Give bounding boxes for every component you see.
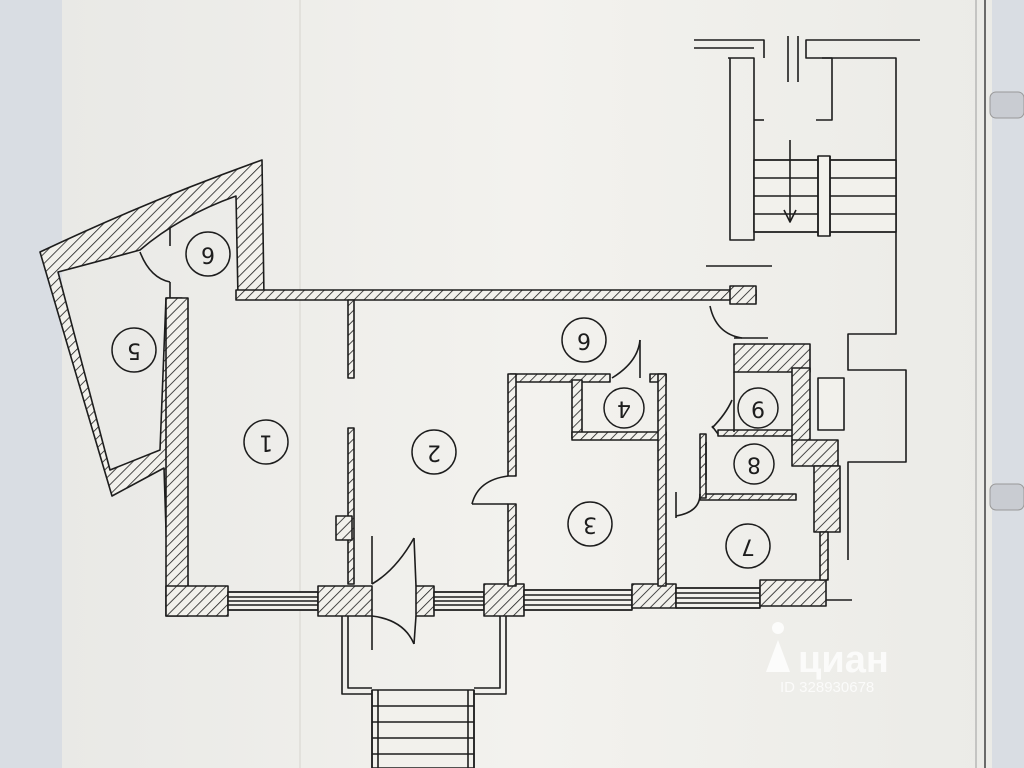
cian-logo-icon xyxy=(766,622,790,672)
room-label-6-left: 6 xyxy=(185,231,231,277)
wall-room-5 xyxy=(39,159,265,593)
wall-bottom xyxy=(165,579,852,617)
entrance-porch xyxy=(341,616,507,768)
room-number: 6 xyxy=(577,328,591,353)
room-label-5: 5 xyxy=(111,327,157,373)
wall-room-3-top xyxy=(509,373,611,383)
room-label-9: 9 xyxy=(737,387,779,429)
wall-room-4 xyxy=(571,379,583,439)
room-label-4: 4 xyxy=(603,387,645,429)
room-label-7: 7 xyxy=(725,523,771,569)
room-number: 1 xyxy=(259,430,273,455)
room-number: 6 xyxy=(201,242,215,267)
wall-left xyxy=(165,297,189,617)
watermark-brand: циан xyxy=(798,639,889,681)
watermark: циан ID 328930678 xyxy=(766,622,889,696)
room-number: 2 xyxy=(427,440,441,465)
wall-partition-1-2-bottom xyxy=(347,427,355,585)
room-label-6-corridor: 6 xyxy=(561,317,607,363)
wall-top-interior xyxy=(235,289,757,301)
binder-clip-top xyxy=(989,91,1024,119)
room-number: 5 xyxy=(127,338,141,363)
room-labels: 1 2 3 4 5 6 6 7 xyxy=(111,231,779,569)
room-number: 3 xyxy=(583,512,597,537)
room-label-3: 3 xyxy=(567,501,613,547)
room-label-8: 8 xyxy=(733,443,775,485)
binder-clip-bottom xyxy=(989,483,1024,511)
wall-partition-1-2-top xyxy=(347,299,355,379)
stair-core xyxy=(694,36,920,560)
room-number: 7 xyxy=(741,534,755,559)
plan-drawing xyxy=(39,36,920,768)
watermark-id: ID 328930678 xyxy=(780,679,874,696)
room-label-1: 1 xyxy=(243,419,289,465)
wall-rooms-8-9 xyxy=(699,493,797,501)
room-number: 4 xyxy=(617,396,631,421)
room-number: 8 xyxy=(747,452,761,477)
room-number: 9 xyxy=(751,396,765,421)
room-label-2: 2 xyxy=(411,429,457,475)
